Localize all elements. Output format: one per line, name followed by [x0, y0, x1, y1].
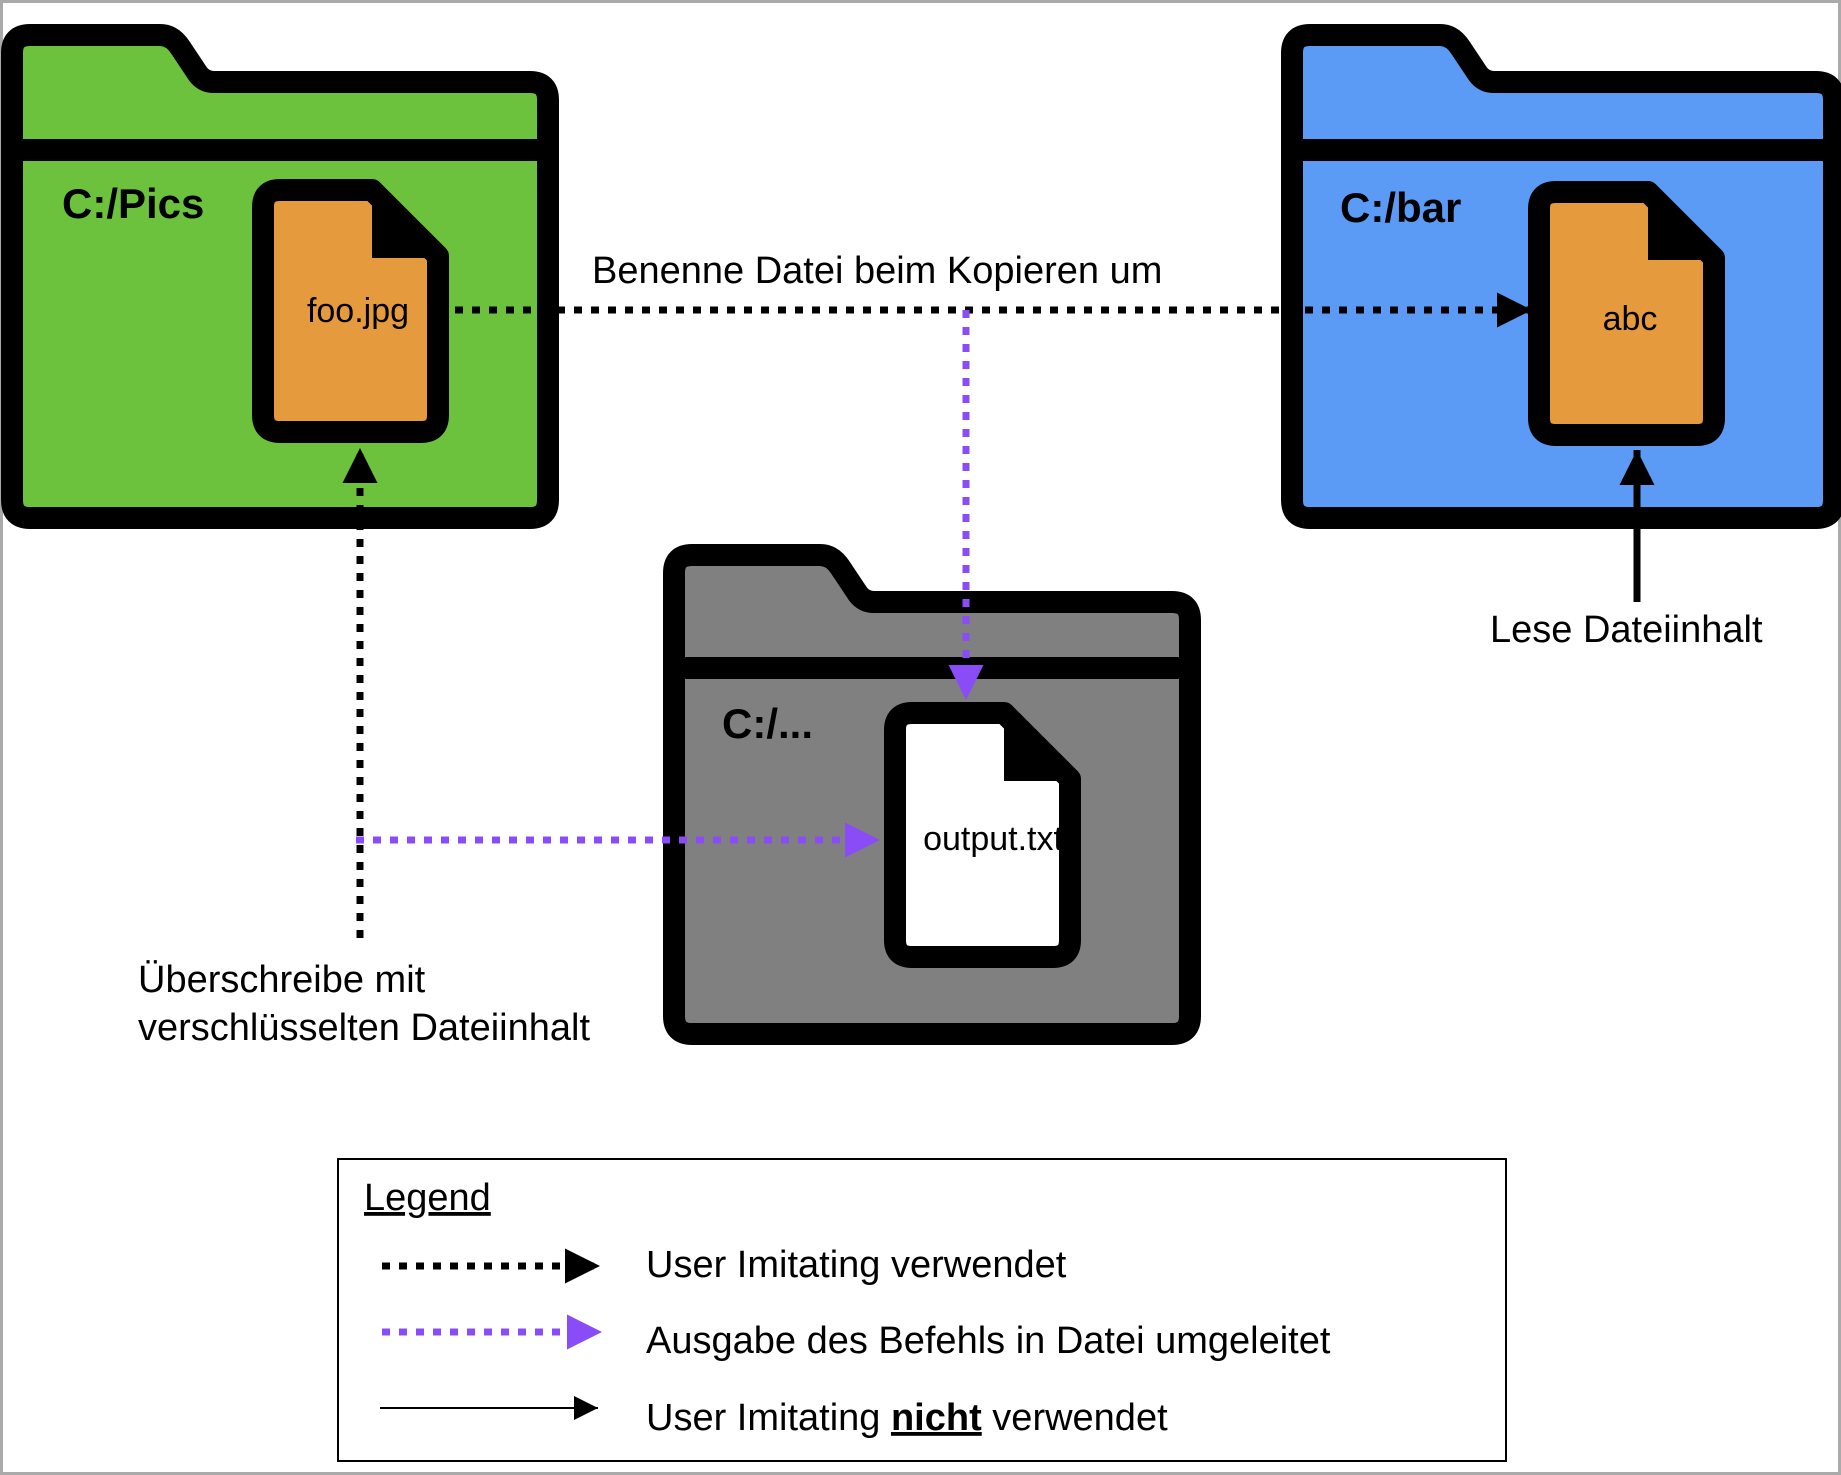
legend-item3-pre: User Imitating — [646, 1397, 891, 1439]
folder-pics-path: C:/Pics — [62, 180, 204, 227]
legend-title: Legend — [364, 1177, 491, 1219]
folder-output-path: C:/... — [722, 700, 813, 747]
legend-item3-bold: nicht — [891, 1397, 982, 1439]
file-abc-label: abc — [1603, 300, 1658, 338]
folder-bar-path: C:/bar — [1340, 184, 1461, 231]
file-foo-label: foo.jpg — [307, 292, 409, 330]
legend-item3-post: verwendet — [982, 1397, 1168, 1439]
file-foo: foo.jpg — [252, 179, 449, 443]
file-abc: abc — [1528, 181, 1725, 446]
label-overwrite-line1: Überschreibe mit — [138, 959, 426, 1001]
legend-box — [337, 1158, 1507, 1462]
file-abc-corner — [1648, 192, 1714, 260]
label-overwrite-line2: verschlüsselten Dateiinhalt — [138, 1007, 590, 1049]
file-output-corner — [1004, 713, 1070, 781]
legend-item-black-solid: User Imitating nicht verwendet — [646, 1397, 1168, 1439]
label-rename: Benenne Datei beim Kopieren um — [592, 250, 1162, 292]
legend-item-purple-dotted: Ausgabe des Befehls in Datei umgeleitet — [646, 1320, 1331, 1362]
legend: Legend User Imitating verwendet Ausgabe … — [337, 1158, 1507, 1462]
legend-item-black-dotted: User Imitating verwendet — [646, 1244, 1067, 1286]
file-output-label: output.txt — [923, 820, 1063, 858]
file-foo-corner — [372, 190, 438, 258]
file-output: output.txt — [884, 702, 1081, 968]
label-read: Lese Dateiinhalt — [1490, 609, 1763, 651]
